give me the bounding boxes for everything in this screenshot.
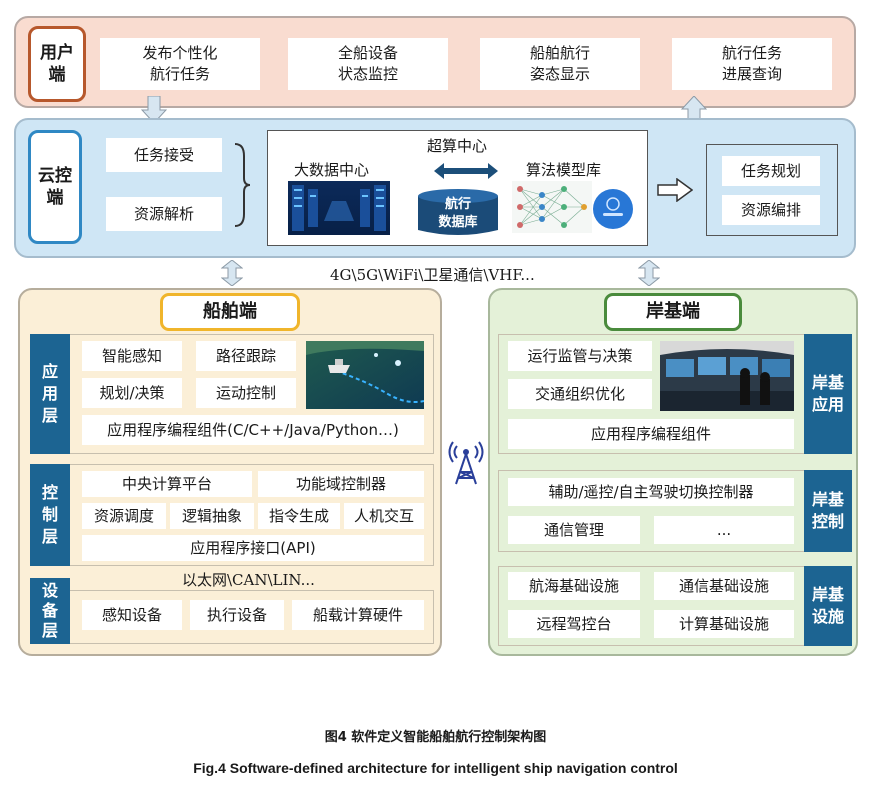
ship-api: 应用程序接口(API) bbox=[82, 535, 424, 561]
ship-title: 船舶端 bbox=[160, 293, 300, 331]
cloud-resource-parse: 资源解析 bbox=[106, 197, 222, 231]
user-layer-label: 用户 端 bbox=[28, 26, 86, 102]
database-label: 航行 数据库 bbox=[438, 197, 478, 230]
shore-infra-label: 岸基 设施 bbox=[804, 566, 852, 646]
big-data-label: 大数据中心 bbox=[294, 161, 370, 179]
shore-comm-management: 通信管理 bbox=[508, 516, 640, 544]
data-center-image bbox=[288, 181, 390, 235]
brace-icon bbox=[234, 143, 251, 227]
ship-control-label: 控 制 层 bbox=[30, 464, 70, 566]
user-item-monitor: 全船设备 状态监控 bbox=[288, 38, 448, 90]
shore-control-label: 岸基 控制 bbox=[804, 470, 852, 552]
user-item-attitude: 船舶航行 姿态显示 bbox=[480, 38, 640, 90]
ship-smart-perception: 智能感知 bbox=[82, 341, 182, 371]
ship-domain-controller: 功能域控制器 bbox=[258, 471, 424, 497]
cloud-task-accept: 任务接受 bbox=[106, 138, 222, 172]
shore-remote-console: 远程驾控台 bbox=[508, 610, 640, 638]
ship-device-label: 设 备 层 bbox=[30, 578, 70, 644]
arrow-right-icon bbox=[657, 178, 693, 202]
shore-nav-infra: 航海基础设施 bbox=[508, 572, 640, 600]
model-logo-icon bbox=[593, 189, 633, 229]
caption-chinese: 图4 软件定义智能船舶航行控制架构图 bbox=[324, 730, 547, 745]
ship-actuator-device: 执行设备 bbox=[190, 600, 284, 630]
shore-compute-infra: 计算基础设施 bbox=[654, 610, 794, 638]
arrow-down-icon bbox=[141, 96, 167, 124]
user-item-publish: 发布个性化 航行任务 bbox=[100, 38, 260, 90]
ship-onboard-hardware: 船载计算硬件 bbox=[292, 600, 424, 630]
updown-arrow-icon bbox=[638, 260, 660, 286]
ship-command-generation: 指令生成 bbox=[258, 503, 340, 529]
double-arrow-icon bbox=[434, 163, 498, 179]
antenna-icon bbox=[448, 441, 484, 485]
cloud-layer-label: 云控 端 bbox=[28, 130, 82, 244]
supercomputing-label: 超算中心 bbox=[427, 137, 488, 155]
shore-app-label: 岸基 应用 bbox=[804, 334, 852, 454]
ship-app-component: 应用程序编程组件(C/C++/Java/Python…) bbox=[82, 415, 424, 445]
shore-traffic-optimization: 交通组织优化 bbox=[508, 379, 652, 409]
ship-central-compute: 中央计算平台 bbox=[82, 471, 252, 497]
updown-arrow-icon bbox=[221, 260, 243, 286]
ship-navigation-image bbox=[306, 341, 424, 409]
neural-network-image bbox=[512, 181, 592, 233]
ship-path-tracking: 路径跟踪 bbox=[196, 341, 296, 371]
ship-hmi: 人机交互 bbox=[344, 503, 424, 529]
shore-mode-switch-controller: 辅助/遥控/自主驾驶切换控制器 bbox=[508, 478, 794, 506]
shore-app-component: 应用程序编程组件 bbox=[508, 419, 794, 449]
shore-comm-infra: 通信基础设施 bbox=[654, 572, 794, 600]
algo-label: 算法模型库 bbox=[526, 161, 602, 179]
shore-control-more: ... bbox=[654, 516, 794, 544]
caption-english: Fig.4 Software-defined architecture for … bbox=[193, 760, 678, 776]
shore-supervision-decision: 运行监管与决策 bbox=[508, 341, 652, 371]
comm-protocols-label: 4G\5G\WiFi\卫星通信\VHF... bbox=[330, 266, 535, 284]
ship-app-label: 应 用 层 bbox=[30, 334, 70, 454]
database-icon bbox=[418, 189, 498, 235]
cloud-resource-orchestration: 资源编排 bbox=[722, 195, 820, 225]
ship-logic-abstraction: 逻辑抽象 bbox=[170, 503, 254, 529]
shore-title: 岸基端 bbox=[604, 293, 742, 331]
ship-bus-label: 以太网\CAN\LIN... bbox=[182, 571, 315, 589]
control-room-image bbox=[660, 341, 794, 411]
ship-perception-device: 感知设备 bbox=[82, 600, 182, 630]
cloud-task-planning: 任务规划 bbox=[722, 156, 820, 186]
ship-resource-scheduling: 资源调度 bbox=[82, 503, 166, 529]
ship-planning-decision: 规划/决策 bbox=[82, 378, 182, 408]
ship-motion-control: 运动控制 bbox=[196, 378, 296, 408]
user-item-progress: 航行任务 进展查询 bbox=[672, 38, 832, 90]
